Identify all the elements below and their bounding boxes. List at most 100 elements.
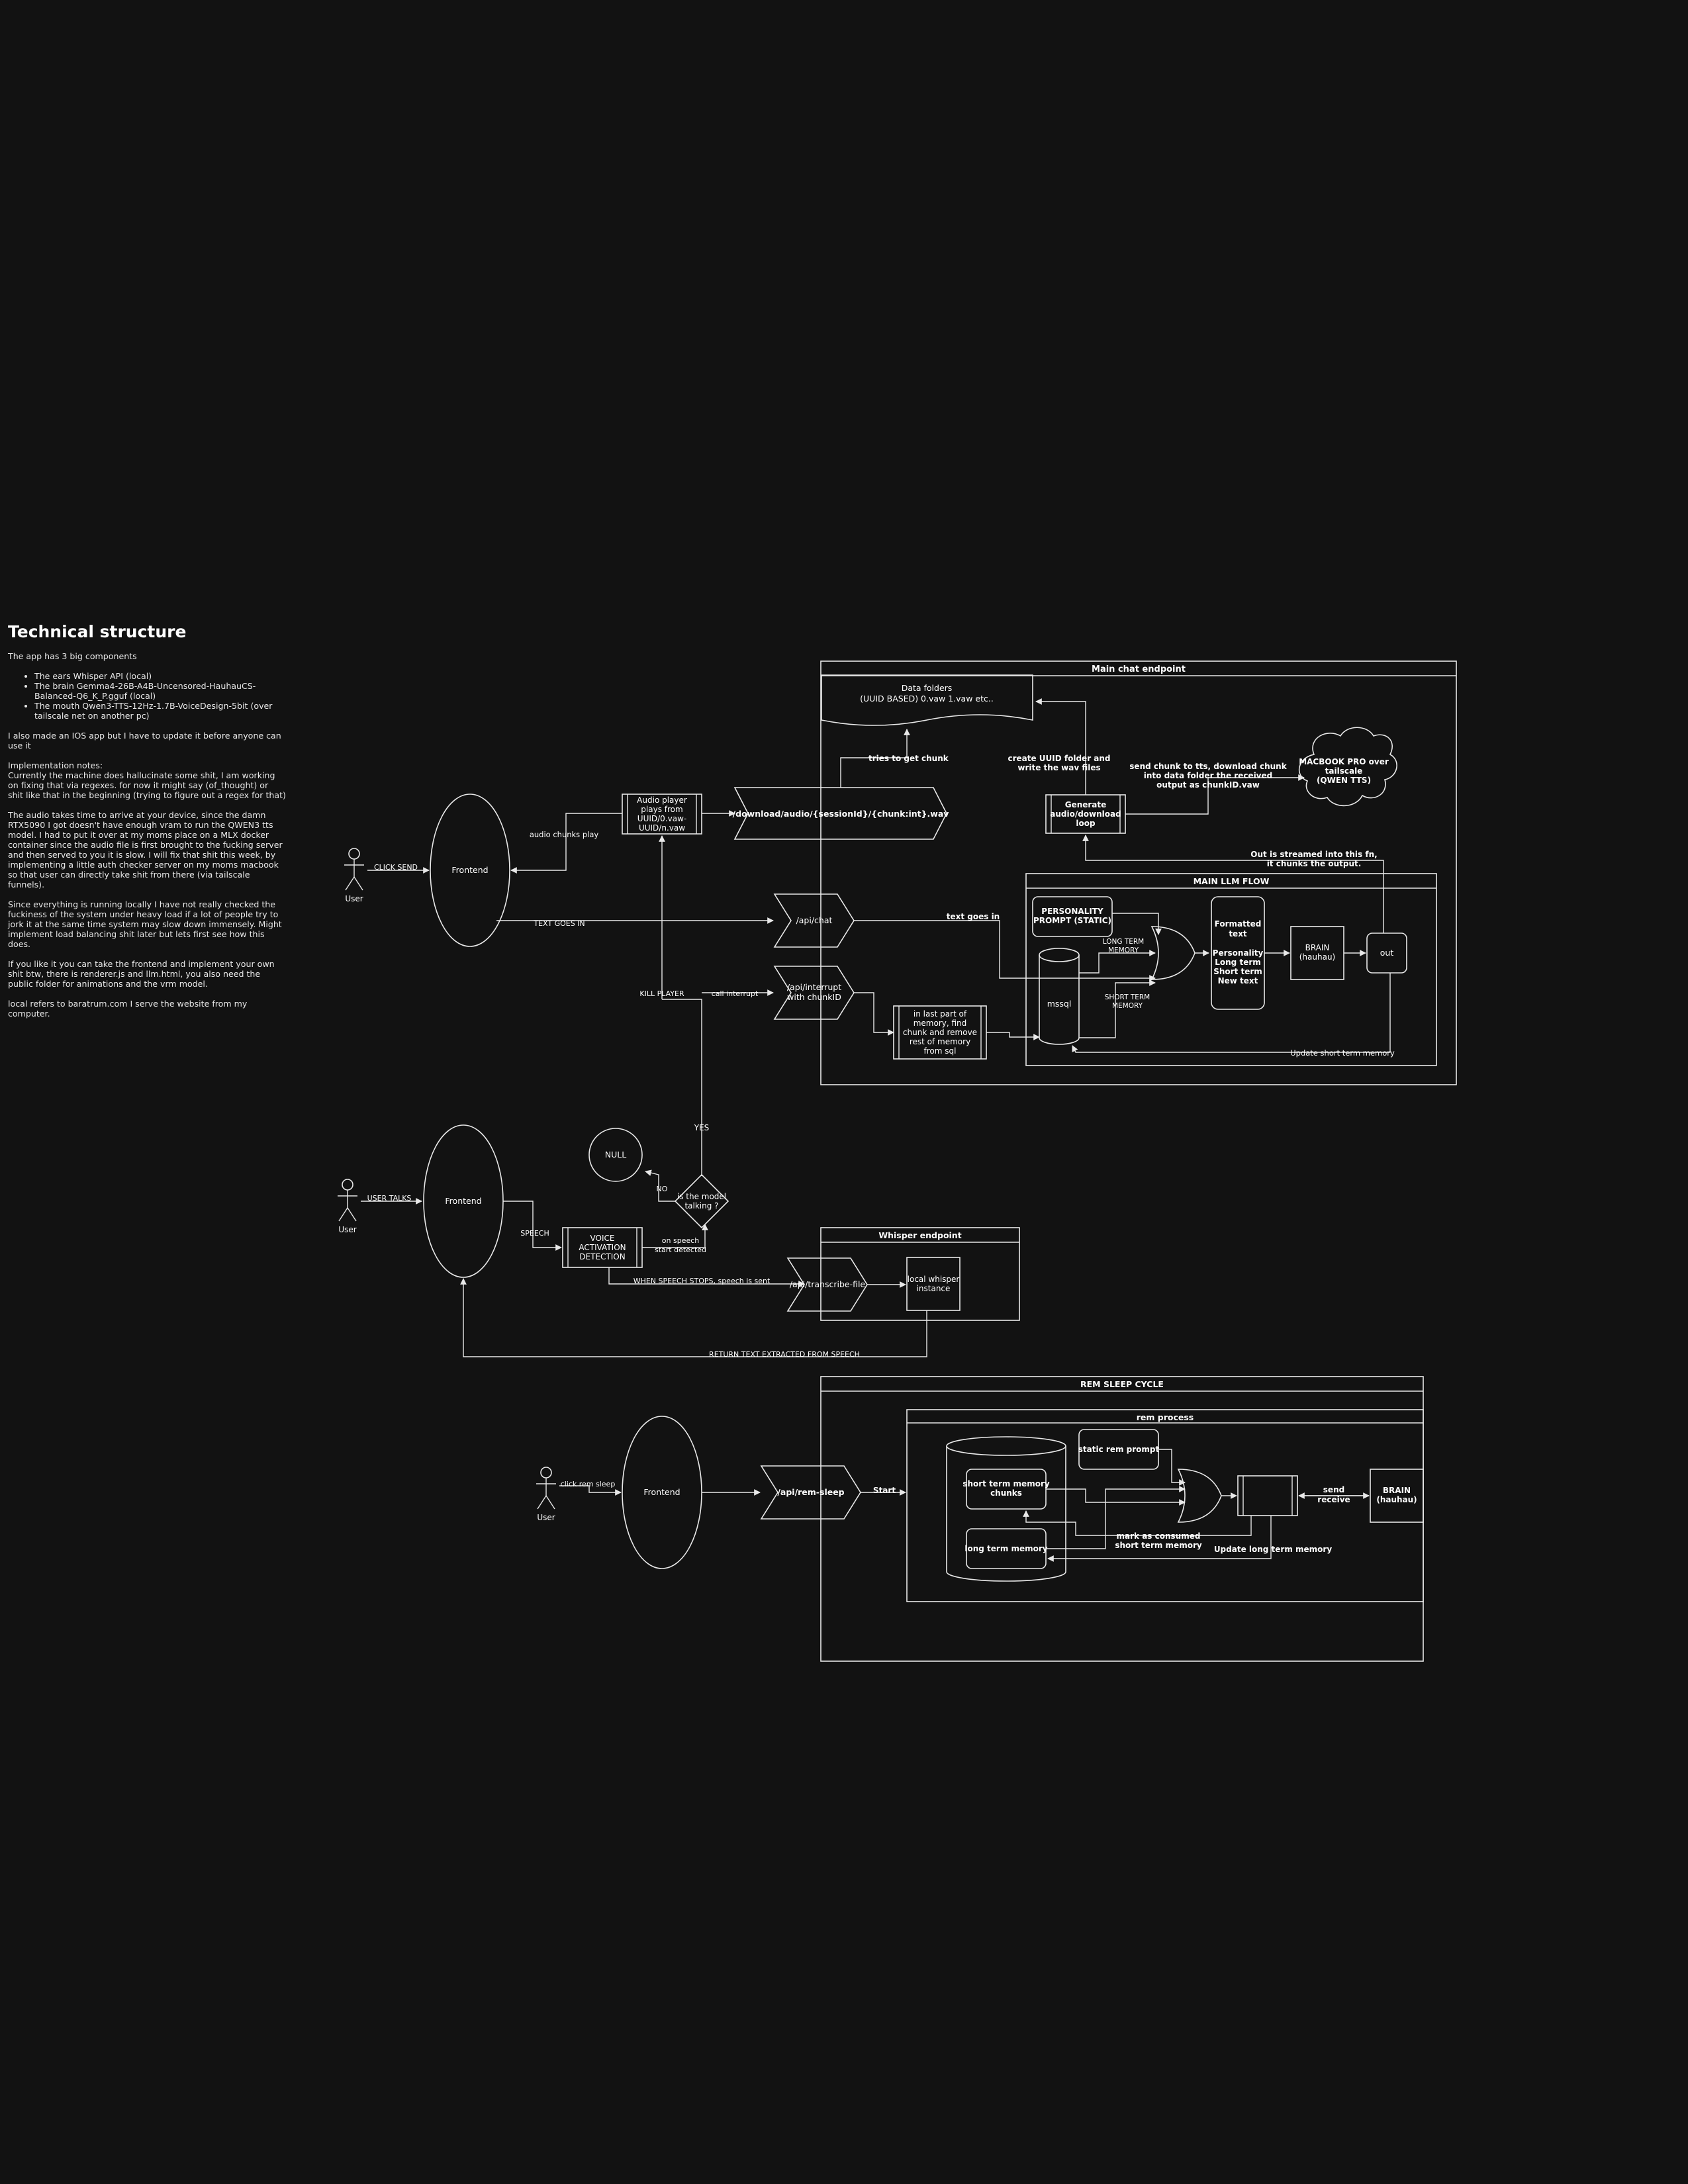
- svg-text:memory, find: memory, find: [914, 1019, 967, 1028]
- main-chat-endpoint-container: Main chat endpoint: [820, 660, 1457, 1085]
- svg-text:chunk and remove: chunk and remove: [903, 1028, 977, 1037]
- svg-text:(hauhau): (hauhau): [1299, 952, 1336, 962]
- svg-text:loop: loop: [1076, 819, 1096, 828]
- svg-text:write the wav files: write the wav files: [1017, 763, 1100, 772]
- page-title: Technical structure: [8, 622, 187, 641]
- out-node: out: [1366, 933, 1407, 974]
- svg-text:MEMORY: MEMORY: [1112, 1002, 1143, 1010]
- svg-text:(hauhau): (hauhau): [1376, 1495, 1417, 1504]
- create-folder-label: create UUID folder and: [1008, 754, 1110, 763]
- svg-text:DETECTION: DETECTION: [579, 1252, 625, 1261]
- model-talking-decision: is the model talking ?: [674, 1173, 729, 1229]
- receive-label: receive: [1317, 1495, 1350, 1504]
- rem-merge-gate: [1177, 1469, 1222, 1523]
- no-label: NO: [657, 1185, 668, 1193]
- svg-text:BRAIN: BRAIN: [1305, 943, 1330, 952]
- streamed-label: Out is streamed into this fn,: [1250, 850, 1377, 859]
- svg-text:text: text: [1229, 929, 1247, 938]
- audio-chunks-label: audio chunks play: [530, 830, 599, 839]
- svg-text:UUID/n.vaw: UUID/n.vaw: [639, 823, 685, 833]
- notes-panel: Technical structure The app has 3 big co…: [8, 622, 286, 1028]
- long-term-memory-node: long term memory: [964, 1528, 1048, 1569]
- svg-text:plays from: plays from: [641, 805, 682, 814]
- personality-prompt-node: PERSONALITY PROMPT (STATIC): [1032, 896, 1113, 937]
- api-chat-node: /api/chat: [773, 893, 855, 948]
- svg-text:/api/rem-sleep: /api/rem-sleep: [777, 1487, 844, 1497]
- svg-text:Short term: Short term: [1213, 967, 1262, 976]
- svg-text:(QWEN TTS): (QWEN TTS): [1317, 776, 1371, 785]
- list-item: The brain Gemma4-26B-A4B-Uncensored-Hauh…: [34, 681, 286, 701]
- svg-text:Data folders: Data folders: [902, 683, 953, 693]
- svg-text:output as chunkID.vaw: output as chunkID.vaw: [1156, 780, 1260, 790]
- svg-text:PROMPT (STATIC): PROMPT (STATIC): [1033, 916, 1111, 925]
- svg-text:User: User: [345, 894, 363, 903]
- svg-text:short term memory: short term memory: [1115, 1541, 1202, 1550]
- svg-text:tailscale: tailscale: [1325, 766, 1363, 776]
- svg-text:Generate: Generate: [1065, 800, 1107, 809]
- mssql-database-node: mssql: [1039, 948, 1080, 1045]
- svg-text:New text: New text: [1218, 976, 1258, 985]
- update-ltm-label: Update long term memory: [1214, 1545, 1333, 1554]
- mark-consumed-label: mark as consumed: [1117, 1531, 1201, 1541]
- svg-text:rest of memory: rest of memory: [910, 1037, 970, 1046]
- list-item: The ears Whisper API (local): [34, 671, 286, 681]
- svg-text:chunks: chunks: [990, 1488, 1022, 1498]
- start-label: Start: [873, 1486, 896, 1495]
- svg-text:NULL: NULL: [605, 1150, 626, 1160]
- svg-text:Frontend: Frontend: [451, 865, 488, 875]
- notes-load: Since everything is running locally I ha…: [8, 899, 285, 949]
- frontend-node-1: Frontend: [430, 794, 510, 947]
- notes-audio: The audio takes time to arrive at your d…: [8, 810, 285, 889]
- static-rem-prompt-node: static rem prompt: [1078, 1429, 1159, 1470]
- text-goes-in-edge-label: text goes in: [947, 912, 1000, 921]
- svg-text:instance: instance: [917, 1284, 951, 1293]
- vad-node: VOICE ACTIVATION DETECTION: [562, 1227, 643, 1268]
- svg-text:short term memory: short term memory: [962, 1479, 1050, 1488]
- svg-text:/download/audio/{sessionId}/{c: /download/audio/{sessionId}/{chunk:int}.…: [733, 809, 949, 819]
- svg-text:User: User: [338, 1225, 356, 1234]
- svg-text:/api/chat: /api/chat: [796, 915, 833, 925]
- click-send-label: CLICK SEND: [374, 863, 418, 872]
- notes-implementation: Implementation notes: Currently the mach…: [8, 760, 286, 800]
- notes-intro: The app has 3 big components: [8, 651, 137, 661]
- svg-text:from sql: from sql: [924, 1046, 957, 1056]
- llm-flow-container: MAIN LLM FLOW: [1025, 873, 1437, 1066]
- short-term-chunks-node: short term memory chunks: [962, 1469, 1050, 1510]
- svg-text:MACBOOK PRO over: MACBOOK PRO over: [1299, 757, 1389, 766]
- svg-text:in last part of: in last part of: [914, 1009, 967, 1019]
- svg-text:Audio player: Audio player: [637, 796, 687, 805]
- speech-label: SPEECH: [520, 1229, 549, 1238]
- rem-process-container: rem process: [906, 1409, 1424, 1602]
- notes-local: local refers to baratrum.com I serve the…: [8, 999, 250, 1019]
- send-label: send: [1323, 1485, 1344, 1494]
- svg-text:/api/transcribe-file: /api/transcribe-file: [790, 1279, 866, 1289]
- svg-text:REM SLEEP CYCLE: REM SLEEP CYCLE: [1080, 1379, 1164, 1389]
- when-stops-label: WHEN SPEECH STOPS, speech is sent: [633, 1277, 771, 1285]
- svg-text:talking ?: talking ?: [684, 1201, 718, 1210]
- rem-memory-database: [946, 1436, 1066, 1582]
- svg-text:with chunkID: with chunkID: [787, 992, 841, 1002]
- svg-text:Personality: Personality: [1213, 948, 1264, 958]
- user-actor-1: User: [344, 848, 364, 903]
- svg-text:is the model: is the model: [677, 1192, 726, 1201]
- merge-gate: [1150, 926, 1196, 980]
- brain-node-2: BRAIN (hauhau): [1370, 1469, 1424, 1523]
- api-interrupt-node: /api/interrupt with chunkID: [773, 966, 855, 1020]
- user-actor-2: User: [338, 1179, 357, 1234]
- user-talks-label: USER TALKS: [367, 1194, 412, 1203]
- svg-text:into data folder the received: into data folder the received: [1144, 771, 1272, 780]
- svg-text:PERSONALITY: PERSONALITY: [1041, 907, 1103, 916]
- whisper-endpoint-container: Whisper endpoint: [820, 1227, 1020, 1321]
- svg-text:start detected: start detected: [655, 1246, 706, 1254]
- svg-text:Formatted: Formatted: [1215, 919, 1262, 929]
- svg-text:audio/download: audio/download: [1050, 809, 1121, 819]
- return-text-label: RETURN TEXT EXTRACTED FROM SPEECH: [709, 1350, 860, 1359]
- api-rem-sleep-node: /api/rem-sleep: [760, 1465, 861, 1520]
- svg-text:it chunks the output.: it chunks the output.: [1267, 859, 1362, 868]
- svg-text:User: User: [537, 1513, 555, 1522]
- svg-text:BRAIN: BRAIN: [1383, 1486, 1411, 1495]
- brain-node-1: BRAIN (hauhau): [1290, 926, 1344, 980]
- svg-text:(UUID BASED) 0.vaw 1.vaw etc..: (UUID BASED) 0.vaw 1.vaw etc..: [860, 694, 994, 704]
- generate-loop-node: Generate audio/download loop: [1045, 794, 1126, 834]
